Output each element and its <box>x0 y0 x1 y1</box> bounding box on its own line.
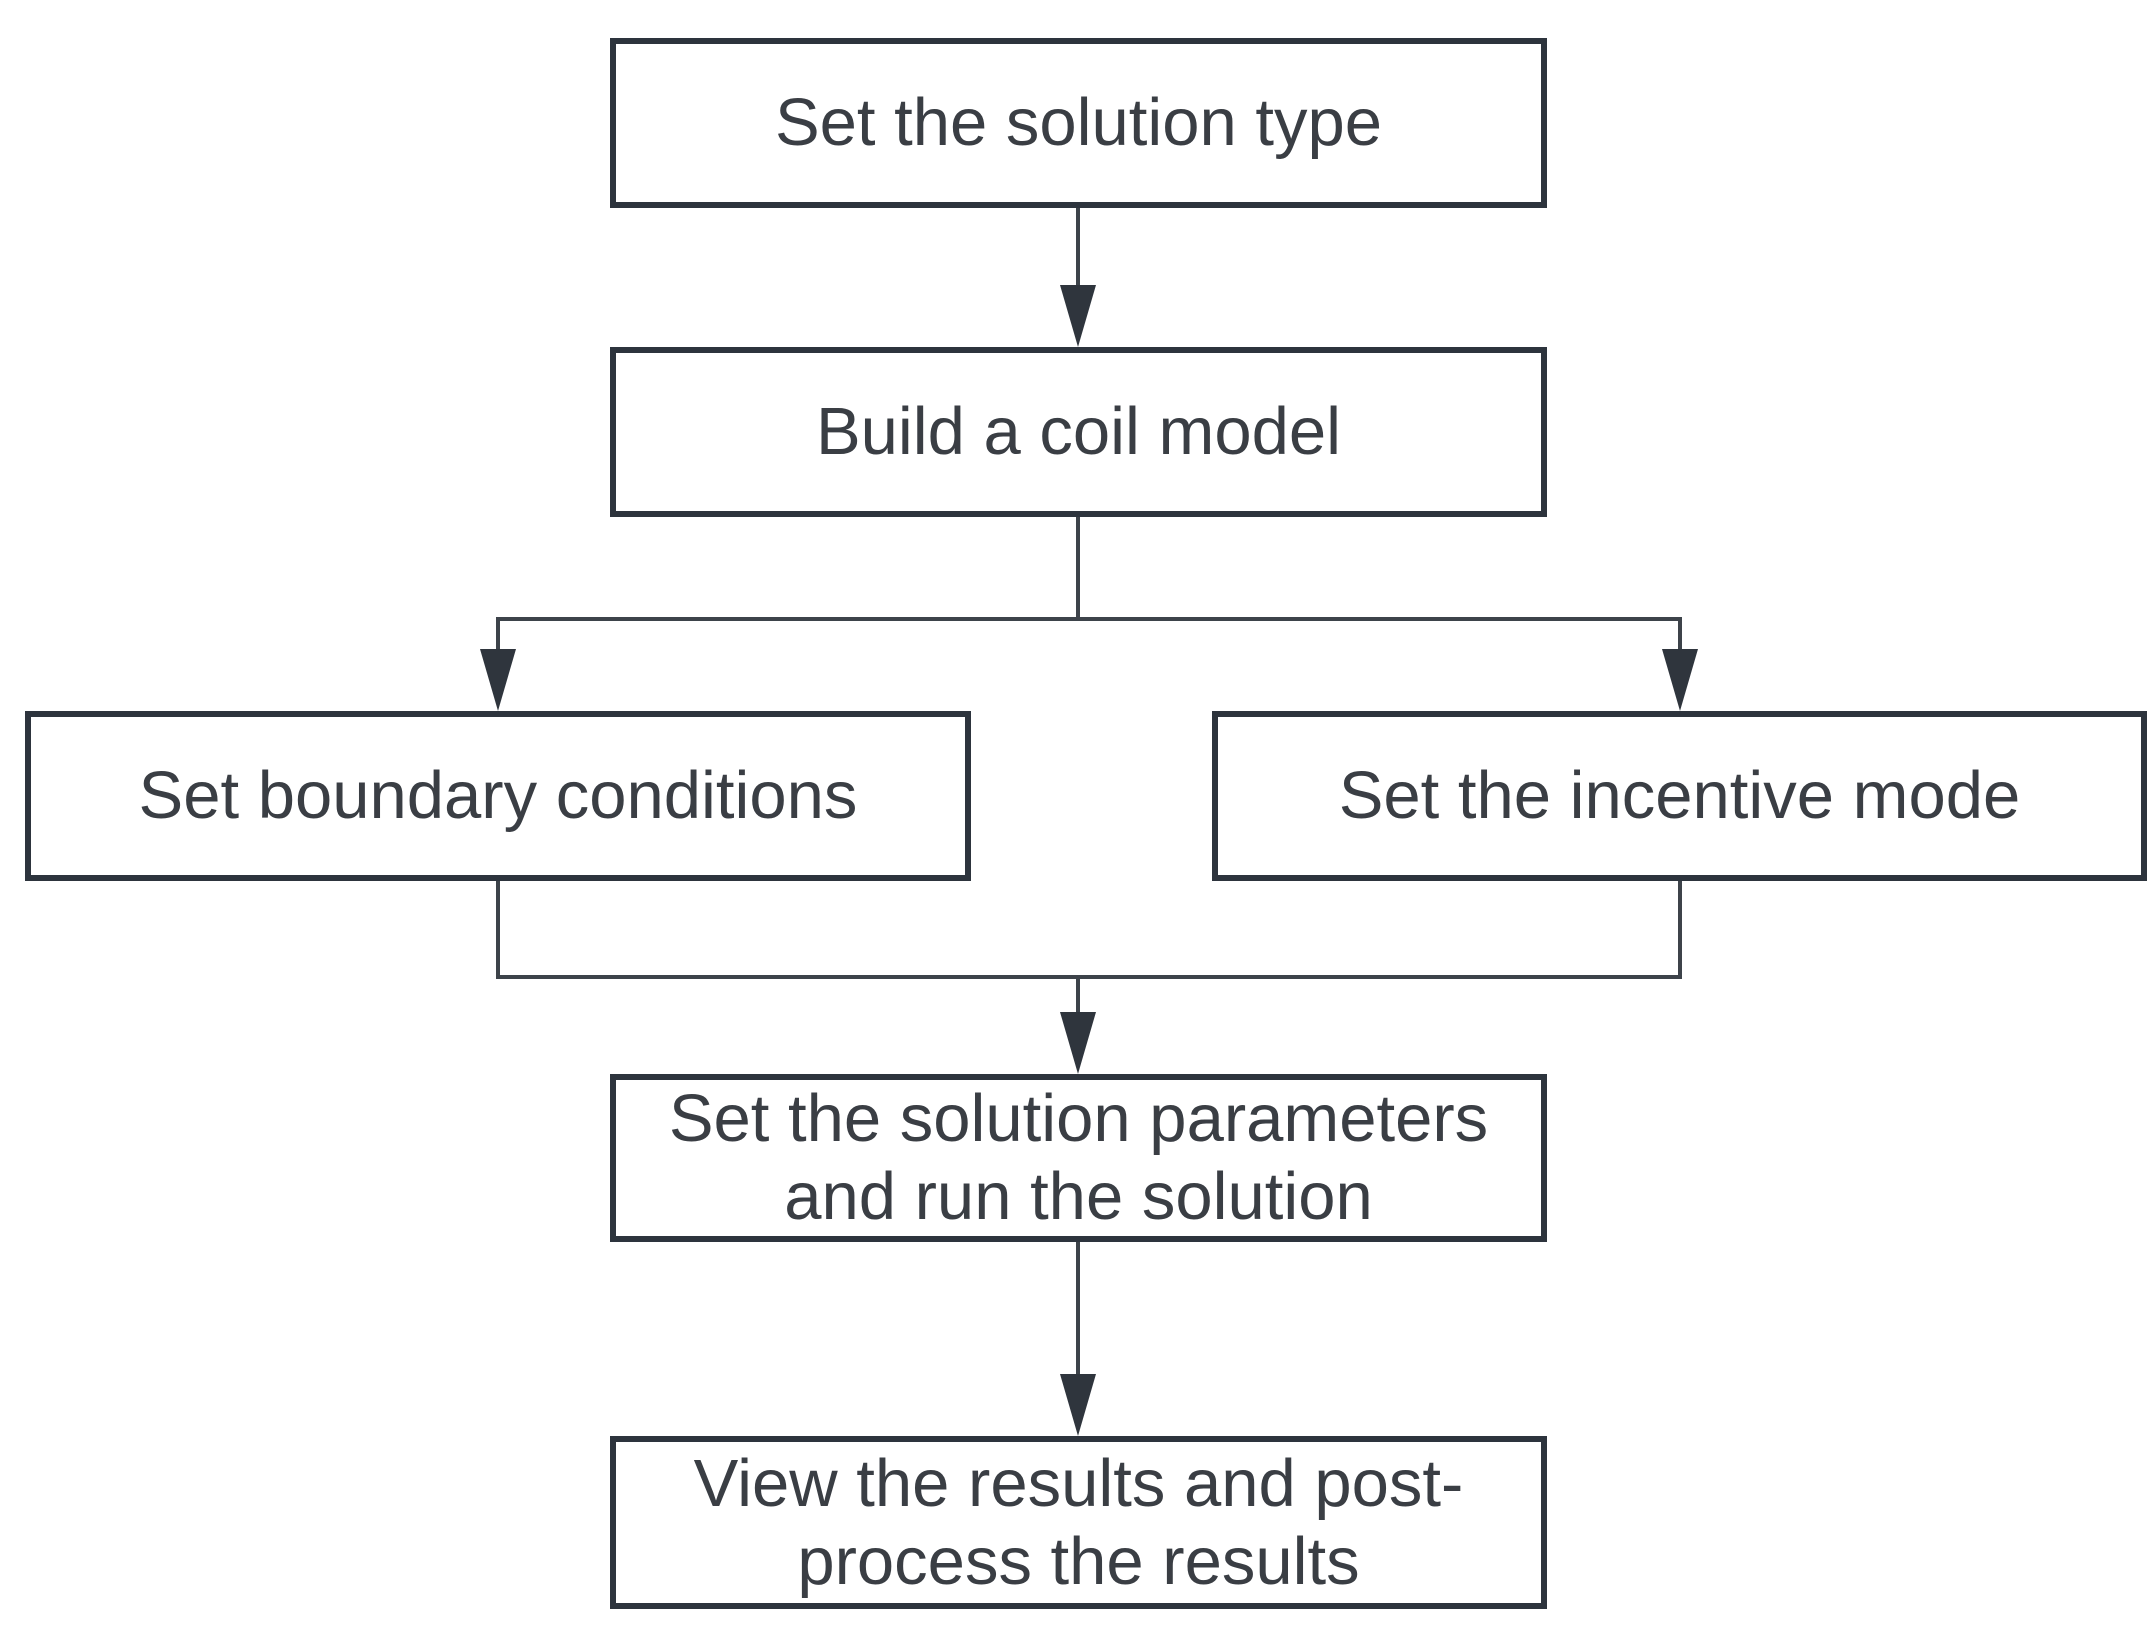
edge-merge-to-solve-line <box>1076 975 1080 1017</box>
edge-split-to-boundary-arrowhead-icon <box>480 649 516 711</box>
edge-split-horizontal-bar <box>496 617 1682 621</box>
node-set-boundary-conditions: Set boundary conditions <box>25 711 971 881</box>
edge-split-to-incentive-arrowhead-icon <box>1662 649 1698 711</box>
node-view-results: View the results and post- process the r… <box>610 1436 1547 1609</box>
edge-solution-to-coil-line <box>1076 208 1080 293</box>
edge-solve-to-results-line <box>1076 1242 1080 1382</box>
node-view-results-label: View the results and post- process the r… <box>693 1445 1464 1599</box>
node-set-solution-parameters-label: Set the solution parameters and run the … <box>668 1081 1489 1234</box>
edge-solve-to-results-arrowhead-icon <box>1060 1374 1096 1436</box>
edge-incentive-merge-stub-line <box>1678 881 1682 979</box>
node-set-incentive-mode-label: Set the incentive mode <box>1338 758 2021 833</box>
edge-coil-split-stub-line <box>1076 517 1080 621</box>
node-build-coil-model-label: Build a coil model <box>815 394 1342 469</box>
edge-merge-to-solve-arrowhead-icon <box>1060 1012 1096 1074</box>
node-set-incentive-mode: Set the incentive mode <box>1212 711 2147 881</box>
node-build-coil-model: Build a coil model <box>610 347 1547 517</box>
node-set-boundary-conditions-label: Set boundary conditions <box>138 758 858 833</box>
edge-boundary-merge-stub-line <box>496 881 500 979</box>
edge-split-to-incentive-line <box>1678 617 1682 662</box>
node-set-solution-type-label: Set the solution type <box>774 85 1383 160</box>
node-set-solution-type: Set the solution type <box>610 38 1547 208</box>
node-set-solution-parameters: Set the solution parameters and run the … <box>610 1074 1547 1242</box>
edge-merge-horizontal-bar <box>496 975 1682 979</box>
edge-split-to-boundary-line <box>496 617 500 662</box>
edge-solution-to-coil-arrowhead-icon <box>1060 285 1096 347</box>
